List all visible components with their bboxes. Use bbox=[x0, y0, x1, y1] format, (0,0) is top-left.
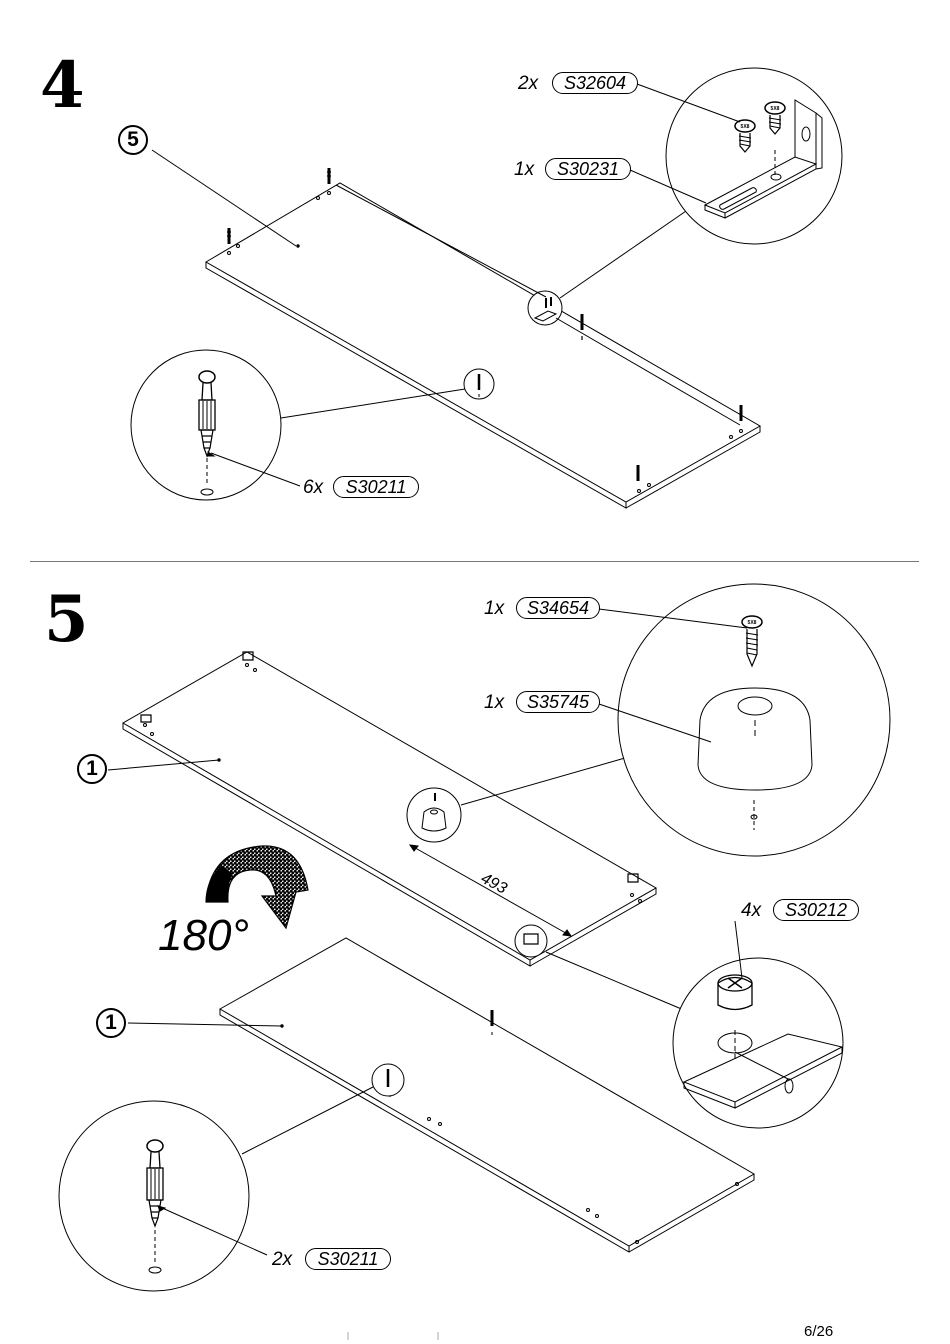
rotation-label: 180° bbox=[158, 911, 250, 960]
part-qty: 2x bbox=[518, 73, 539, 94]
screw-head-label: 5X8 bbox=[741, 124, 750, 130]
bracket-detail-circle bbox=[665, 67, 843, 245]
part-qty: 2x bbox=[272, 1249, 293, 1270]
screw-head-label: 5X8 bbox=[771, 106, 780, 112]
dowel-detail-circle bbox=[130, 349, 282, 501]
part-qty: 1x bbox=[484, 692, 505, 713]
step5-panel-callout: 1 bbox=[96, 1008, 126, 1038]
part-qty: 1x bbox=[484, 598, 505, 619]
step5-top-panel bbox=[122, 651, 658, 967]
camlock-detail-circle bbox=[672, 957, 844, 1129]
part-code: S35745 bbox=[516, 691, 600, 713]
dowel-detail-circle-2 bbox=[58, 1100, 250, 1292]
step4-panel-callout: 5 bbox=[118, 125, 148, 155]
part-code: S34654 bbox=[516, 597, 600, 619]
part-code: S30211 bbox=[305, 1248, 391, 1270]
step4-panel-board bbox=[205, 182, 762, 509]
part-qty: 4x bbox=[741, 900, 762, 921]
part-qty: 1x bbox=[514, 159, 535, 180]
part-code: S30231 bbox=[545, 158, 631, 180]
part-code: S30212 bbox=[773, 899, 859, 921]
part-code: S30211 bbox=[333, 476, 419, 498]
screw-head-label: 5X8 bbox=[748, 620, 757, 626]
part-code: S32604 bbox=[552, 72, 638, 94]
step5-bottom-panel bbox=[218, 937, 756, 1253]
page-number: 6/26 bbox=[804, 1323, 834, 1340]
step4-number: 4 bbox=[40, 48, 85, 123]
step5-number: 5 bbox=[44, 582, 89, 657]
step5-panel-callout: 1 bbox=[77, 754, 107, 784]
rotate-arrow-icon bbox=[205, 845, 309, 930]
foot-detail-circle bbox=[617, 583, 891, 857]
step-divider bbox=[30, 561, 919, 562]
part-qty: 6x bbox=[303, 477, 324, 498]
step4-dowels bbox=[227, 168, 743, 481]
